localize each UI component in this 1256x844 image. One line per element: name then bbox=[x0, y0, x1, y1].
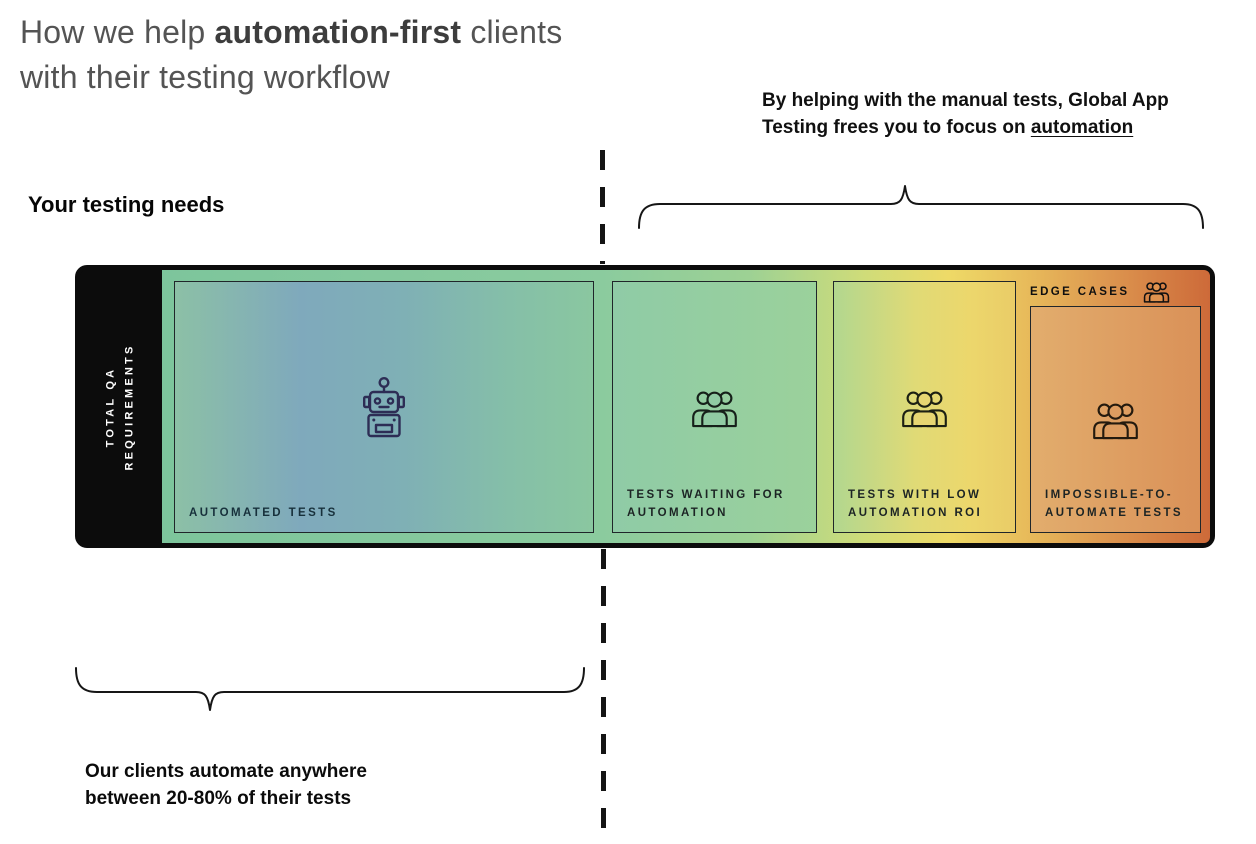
people-group-icon bbox=[691, 387, 738, 428]
people-group-icon bbox=[901, 387, 948, 428]
title-post: clients bbox=[461, 14, 563, 50]
zone-label-automated-tests: AUTOMATED TESTS bbox=[189, 507, 338, 519]
title-highlight: automation-first bbox=[214, 14, 462, 50]
automation-percentage-callout: Our clients automate anywhere between 20… bbox=[85, 761, 367, 809]
zone-label-tests-waiting: TESTS WAITING FOR AUTOMATION bbox=[627, 489, 785, 519]
zone-label-low-roi: TESTS WITH LOW AUTOMATION ROI bbox=[848, 489, 983, 519]
manual-tests-callout-line1: By helping with the manual tests, Global… bbox=[762, 90, 1169, 111]
qa-requirements-bar: TOTAL QA REQUIREMENTS bbox=[75, 265, 1215, 548]
callout-line2-pre: Testing frees you to focus on bbox=[762, 117, 1031, 138]
total-qa-axis-label: TOTAL QA REQUIREMENTS bbox=[105, 342, 136, 471]
zone-automated-tests: AUTOMATED TESTS bbox=[174, 281, 594, 533]
page-title: How we help automation-first clients wit… bbox=[20, 10, 562, 100]
divider-dashed-line-bottom bbox=[601, 549, 606, 837]
automation-link[interactable]: automation bbox=[1030, 117, 1134, 138]
edge-cases-label: EDGE CASES bbox=[1030, 285, 1130, 298]
people-group-icon bbox=[1092, 399, 1139, 440]
zone-tests-waiting: TESTS WAITING FOR AUTOMATION bbox=[612, 281, 817, 533]
divider-dashed-line-top bbox=[600, 150, 605, 264]
zone-label-impossible: IMPOSSIBLE-TO- AUTOMATE TESTS bbox=[1045, 489, 1183, 519]
title-pre: How we help bbox=[20, 14, 215, 50]
robot-icon bbox=[358, 376, 410, 438]
bottom-curly-brace bbox=[75, 667, 585, 711]
manual-tests-callout: By helping with the manual tests, Global… bbox=[762, 87, 1169, 141]
page-title-line2: with their testing workflow bbox=[20, 59, 390, 95]
page-title-line1: How we help automation-first clients bbox=[20, 10, 562, 55]
people-group-icon bbox=[1143, 280, 1170, 303]
your-testing-needs-heading: Your testing needs bbox=[28, 192, 225, 217]
edge-cases-tag: EDGE CASES bbox=[1030, 280, 1170, 303]
total-qa-axis: TOTAL QA REQUIREMENTS bbox=[80, 270, 162, 543]
zone-impossible: IMPOSSIBLE-TO- AUTOMATE TESTS bbox=[1030, 306, 1201, 533]
manual-tests-callout-line2: Testing frees you to focus on automation bbox=[762, 114, 1169, 141]
top-curly-brace bbox=[638, 185, 1204, 229]
zone-low-roi: TESTS WITH LOW AUTOMATION ROI bbox=[833, 281, 1016, 533]
